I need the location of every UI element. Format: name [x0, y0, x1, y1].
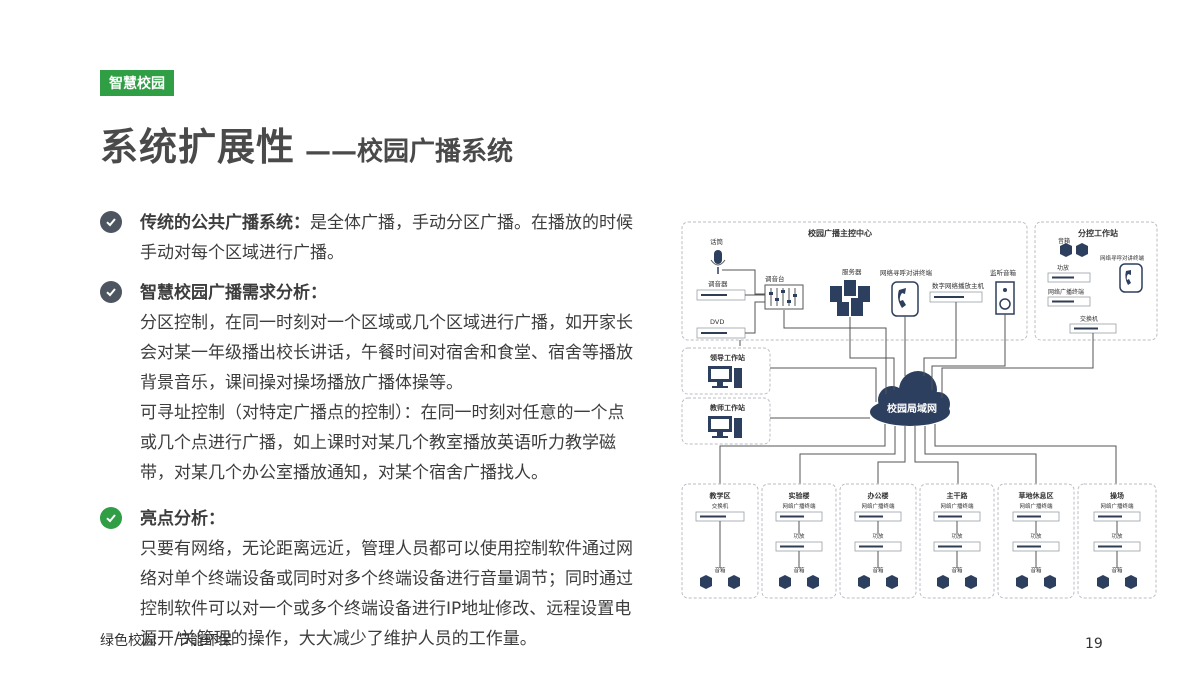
leader-station-label: 领导工作站: [710, 353, 745, 362]
server-icon: [830, 280, 870, 316]
title-sub: ——校园广播系统: [305, 137, 514, 167]
zone-device-label: 网络广播终端: [1100, 502, 1134, 510]
content-sections: 传统的公共广播系统：是全体广播，手动分区广播。在播放的时候手动对每个区域进行广播…: [100, 208, 640, 654]
footer-slogan-1: 绿色校园: [100, 633, 156, 649]
zone-device-label: 网络广播终端: [782, 502, 816, 510]
zone-device-label: 网络广播终端: [861, 502, 895, 510]
zone-office: 办公楼 网络广播终端 功放 音箱: [839, 483, 917, 599]
mic-label: 话筒: [710, 237, 724, 246]
zone-name: 主干路: [947, 491, 969, 500]
branch-terminal-label: 网络广播终端: [1048, 288, 1084, 296]
dvd-device: [696, 327, 746, 339]
server-label: 服务器: [842, 267, 862, 276]
zone-amp-label: 功放: [793, 532, 805, 540]
digital-host-label: 数字网络播放主机: [932, 281, 985, 290]
zone-lawn: 草地休息区 网络广播终端 功放 音箱: [997, 483, 1075, 599]
zone-teaching: 教学区 交换机 音箱: [681, 483, 759, 599]
digital-host-device: [929, 291, 983, 303]
zone-device-label: 网络广播终端: [940, 502, 974, 510]
speaker-cube-icon: [700, 575, 740, 589]
monitor-speaker-icon: [995, 281, 1015, 315]
zone-name: 教学区: [709, 491, 731, 500]
computer-icon: [708, 416, 742, 438]
mixer-device-label: 调音器: [708, 279, 728, 288]
speaker-cube-icon: [937, 575, 977, 589]
leader-station-box: [681, 347, 771, 395]
page-number: 19: [1085, 636, 1103, 652]
zone-speaker-label: 音箱: [1030, 566, 1042, 574]
control-center-box: [681, 221, 1028, 341]
zone-name: 实验楼: [789, 491, 810, 500]
branch-intercom-label: 网络寻呼对讲终端: [1100, 254, 1145, 262]
zone-amp-label: 功放: [1111, 532, 1123, 540]
check-icon: [100, 507, 122, 529]
footer-slogan-2: 节能环保: [176, 633, 232, 649]
section-highlights: 亮点分析： 只要有网络，无论距离远近，管理人员都可以使用控制软件通过网络对单个终…: [100, 504, 640, 654]
zone-amp-label: 功放: [1030, 532, 1042, 540]
section-body: 是全体广播，手动分区广播。在播放的时候手动对每个区域进行广播。: [140, 213, 633, 263]
speaker-cube-icon: [1016, 575, 1056, 589]
branch-switch-label: 交换机: [1080, 315, 1098, 323]
page-title: 系统扩展性 ——校园广播系统: [100, 116, 513, 171]
monitor-speaker-label: 监听音箱: [990, 268, 1017, 277]
computer-icon: [708, 366, 742, 388]
mixing-console-icon: [764, 284, 804, 310]
zone-amp-label: 功放: [951, 532, 963, 540]
branch-station-title: 分控工作站: [1078, 228, 1118, 238]
speaker-cube-icon: [779, 575, 819, 589]
phone-icon: [1119, 263, 1143, 293]
zone-speaker-label: 音箱: [951, 566, 963, 574]
zone-name: 草地休息区: [1019, 491, 1054, 500]
speaker-cube-icon: [858, 575, 898, 589]
check-icon: [100, 211, 122, 233]
title-main: 系统扩展性: [100, 125, 296, 169]
zone-playground: 操场 网络广播终端 功放 音箱: [1077, 483, 1157, 599]
mixer-label: 调音台: [765, 274, 785, 283]
branch-station-box: [1034, 221, 1158, 341]
zone-device-label: 交换机: [712, 502, 729, 510]
branch-speaker-label: 音箱: [1058, 237, 1070, 245]
phone-icon: [891, 281, 919, 317]
speaker-cube-icon: [1097, 575, 1137, 589]
dvd-label: DVD: [710, 318, 724, 326]
zone-name: 办公楼: [868, 491, 889, 500]
footer-slogan: 绿色校园 节能环保: [100, 630, 232, 650]
mixer-device: [696, 289, 746, 301]
zone-speaker-label: 音箱: [714, 566, 726, 574]
section-traditional: 传统的公共广播系统：是全体广播，手动分区广播。在播放的时候手动对每个区域进行广播…: [100, 208, 640, 268]
branch-amp-label: 功放: [1057, 264, 1069, 272]
zone-name: 操场: [1110, 491, 1124, 500]
category-tag: 智慧校园: [100, 70, 174, 96]
zone-device-label: 网络广播终端: [1019, 502, 1053, 510]
section-body-addressable: 可寻址控制（对特定广播点的控制）：在同一时刻对任意的一个点或几个点进行广播，如上…: [140, 403, 625, 483]
cloud-icon: [870, 371, 950, 426]
zone-speaker-label: 音箱: [1111, 566, 1123, 574]
microphone-icon: [710, 250, 726, 274]
speaker-cube-icon: [1060, 243, 1088, 257]
teacher-station-box: [681, 397, 771, 445]
section-requirements: 智慧校园广播需求分析： 分区控制，在同一时刻对一个区域或几个区域进行广播，如开家…: [100, 278, 640, 488]
branch-amp-device: [1047, 272, 1091, 283]
section-body: 只要有网络，无论距离远近，管理人员都可以使用控制软件通过网络对单个终端设备或同时…: [140, 539, 633, 649]
section-heading: 亮点分析：: [140, 509, 225, 529]
zone-speaker-label: 音箱: [872, 566, 884, 574]
section-heading: 智慧校园广播需求分析：: [140, 283, 327, 303]
section-body-zone-control: 分区控制，在同一时刻对一个区域或几个区域进行广播，如开家长会对某一年级播出校长讲…: [140, 313, 633, 393]
cloud-label: 校园局域网: [887, 402, 937, 415]
intercom-label: 网络寻呼对讲终端: [880, 268, 933, 277]
zone-speaker-label: 音箱: [793, 566, 805, 574]
teacher-station-label: 教师工作站: [709, 403, 745, 412]
section-heading: 传统的公共广播系统：: [140, 213, 310, 233]
zone-lab: 实验楼 网络广播终端 功放 音箱: [761, 483, 837, 599]
control-center-title: 校园广播主控中心: [808, 228, 872, 238]
check-icon: [100, 281, 122, 303]
zone-amp-label: 功放: [872, 532, 884, 540]
zone-main-road: 主干路 网络广播终端 功放 音箱: [919, 483, 995, 599]
branch-terminal-device: [1047, 296, 1091, 307]
branch-switch-device: [1069, 323, 1117, 334]
broadcast-network-diagram: 校园广播主控中心 话筒 调音器 DVD 调音台: [680, 218, 1160, 608]
